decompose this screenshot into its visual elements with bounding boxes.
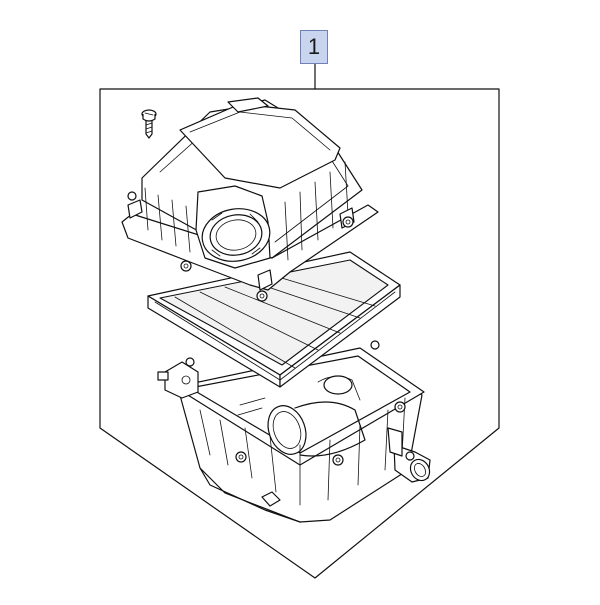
air-filter-element [147,251,401,388]
screw [141,109,157,139]
callout-label: 1 [307,34,321,59]
air-cleaner-cover [121,97,379,302]
air-cleaner-housing [157,340,431,523]
assembly-bracket [99,88,500,579]
callout-box[interactable]: 1 [300,30,328,64]
